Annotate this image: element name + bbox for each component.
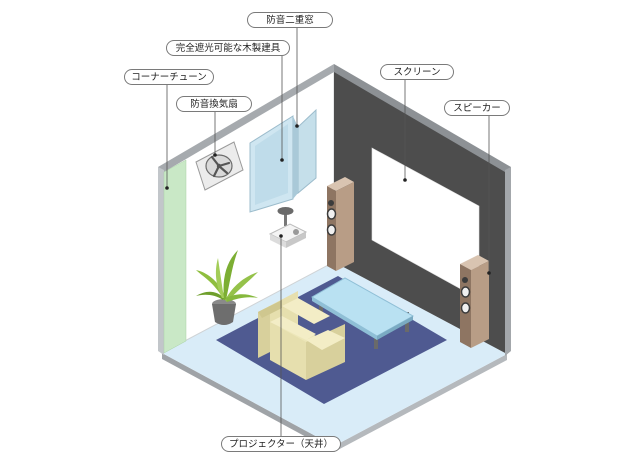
label-projector-ceiling: プロジェクター（天井） xyxy=(221,436,341,452)
armchair xyxy=(258,291,345,380)
label-corner-tune: コーナーチューン xyxy=(124,69,214,85)
label-speaker: スピーカー xyxy=(444,100,510,116)
leader-dots xyxy=(165,124,491,275)
speaker-front xyxy=(460,255,489,348)
floor-slab-left-edge xyxy=(162,353,334,452)
double-window xyxy=(249,108,317,213)
vent-fan xyxy=(195,141,244,191)
label-soundproof-double-window: 防音二重窓 xyxy=(247,12,333,28)
ceiling-projector xyxy=(268,207,308,248)
potted-plant xyxy=(196,250,258,325)
wall-rim-right xyxy=(334,64,511,172)
left-wall-edge xyxy=(158,167,164,355)
right-wall-edge xyxy=(505,167,511,356)
leader-lines xyxy=(166,27,490,436)
coffee-table xyxy=(311,277,415,349)
wall-rim-left xyxy=(158,64,334,172)
label-blackout-wooden-shutter: 完全遮光可能な木製建具 xyxy=(166,40,290,56)
label-soundproof-fan: 防音換気扇 xyxy=(176,96,252,112)
label-screen: スクリーン xyxy=(380,64,454,80)
corner-tune-panel xyxy=(163,159,187,354)
speaker-back xyxy=(326,177,354,271)
floor-slab-right-edge xyxy=(334,354,507,452)
